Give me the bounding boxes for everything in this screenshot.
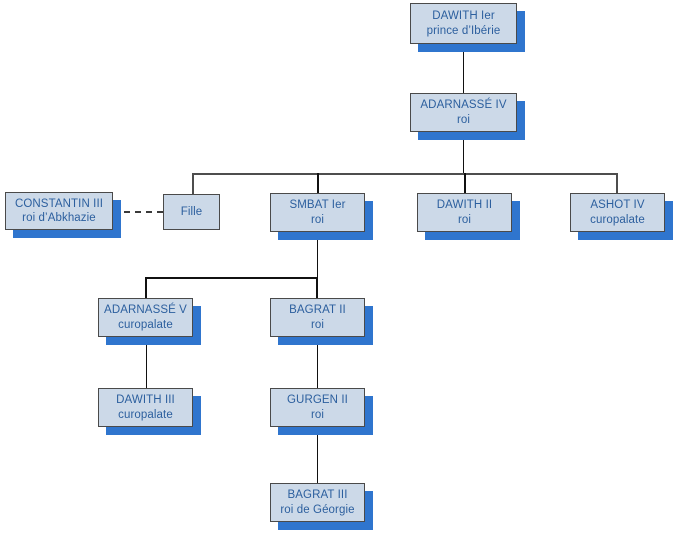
edge-bagrat-ii-to-gurgen-ii: [317, 337, 318, 388]
edge-gurgen-ii-to-bagrat-iii: [317, 427, 318, 483]
node-constantin-iii[interactable]: CONSTANTIN III roi d’Abkhazie: [5, 192, 121, 238]
node-adarnasse-iv[interactable]: ADARNASSÉ IV roi: [410, 93, 525, 140]
node-box[interactable]: CONSTANTIN III roi d’Abkhazie: [5, 192, 113, 230]
node-title: BAGRAT II: [289, 304, 346, 317]
node-title: CONSTANTIN III: [14, 197, 104, 210]
node-subtitle: roi: [310, 318, 325, 331]
node-subtitle: roi: [310, 213, 325, 226]
edge-bus-to-fille: [192, 173, 194, 194]
node-subtitle: roi d’Abkhazie: [22, 212, 96, 224]
node-title: DAWITH Ier: [432, 10, 495, 23]
node-title: ADARNASSÉ IV: [420, 99, 507, 112]
node-adarnasse-v[interactable]: ADARNASSÉ V curopalate: [98, 298, 201, 345]
node-title: BAGRAT III: [287, 489, 348, 502]
node-subtitle: prince d’Ibérie: [426, 24, 501, 37]
node-box[interactable]: SMBAT Ier roi: [270, 193, 365, 232]
node-box[interactable]: BAGRAT II roi: [270, 298, 365, 337]
edge-adarnasse-v-to-dawith-iii: [146, 337, 147, 388]
node-gurgen-ii[interactable]: GURGEN II roi: [270, 388, 373, 435]
node-dawith-iii[interactable]: DAWITH III curopalate: [98, 388, 201, 435]
node-subtitle: curopalate: [118, 408, 173, 421]
sibling-bus-level-3: [192, 173, 618, 175]
edge-constantin-iii-to-fille-dashed: [113, 211, 163, 213]
node-box[interactable]: DAWITH II roi: [417, 193, 512, 232]
node-subtitle: roi de Géorgie: [280, 503, 355, 516]
node-dawith-ii[interactable]: DAWITH II roi: [417, 193, 520, 240]
edge-bus-to-adarnasse-v: [145, 277, 147, 298]
node-title: SMBAT Ier: [289, 199, 346, 212]
node-title: GURGEN II: [287, 394, 348, 407]
node-box[interactable]: DAWITH Ier prince d’Ibérie: [410, 3, 517, 44]
node-box[interactable]: ADARNASSÉ IV roi: [410, 93, 517, 132]
node-smbat-ier[interactable]: SMBAT Ier roi: [270, 193, 373, 240]
edge-bus-to-bagrat-ii: [316, 277, 318, 298]
sibling-bus-level-4: [145, 277, 318, 279]
node-box[interactable]: DAWITH III curopalate: [98, 388, 193, 427]
node-title: Fille: [180, 205, 203, 218]
node-bagrat-ii[interactable]: BAGRAT II roi: [270, 298, 373, 345]
node-title: ADARNASSÉ V: [104, 304, 187, 317]
edge-adarnasse-iv-stem: [463, 132, 464, 174]
node-box[interactable]: ADARNASSÉ V curopalate: [98, 298, 193, 337]
node-ashot-iv[interactable]: ASHOT IV curopalate: [570, 193, 673, 240]
edge-dawith-ier-to-adarnasse-iv: [463, 44, 464, 93]
node-subtitle: roi: [456, 113, 471, 126]
node-fille[interactable]: Fille: [163, 194, 220, 230]
edge-smbat-ier-stem: [317, 232, 318, 278]
node-subtitle: roi: [457, 213, 472, 226]
node-box[interactable]: BAGRAT III roi de Géorgie: [270, 483, 365, 522]
edge-bus-to-smbat-ier: [317, 173, 319, 193]
node-box[interactable]: ASHOT IV curopalate: [570, 193, 665, 232]
node-subtitle: curopalate: [118, 318, 173, 331]
node-dawith-ier[interactable]: DAWITH Ier prince d’Ibérie: [410, 3, 525, 52]
node-subtitle: roi: [310, 408, 325, 421]
edge-bus-to-ashot-iv: [616, 173, 618, 193]
node-box[interactable]: GURGEN II roi: [270, 388, 365, 427]
node-title: DAWITH II: [436, 199, 493, 212]
node-box[interactable]: Fille: [163, 194, 220, 230]
node-title: ASHOT IV: [590, 199, 645, 212]
node-title: DAWITH III: [116, 394, 175, 407]
node-subtitle: curopalate: [590, 213, 645, 226]
edge-bus-to-dawith-ii: [464, 173, 466, 193]
node-bagrat-iii[interactable]: BAGRAT III roi de Géorgie: [270, 483, 373, 530]
